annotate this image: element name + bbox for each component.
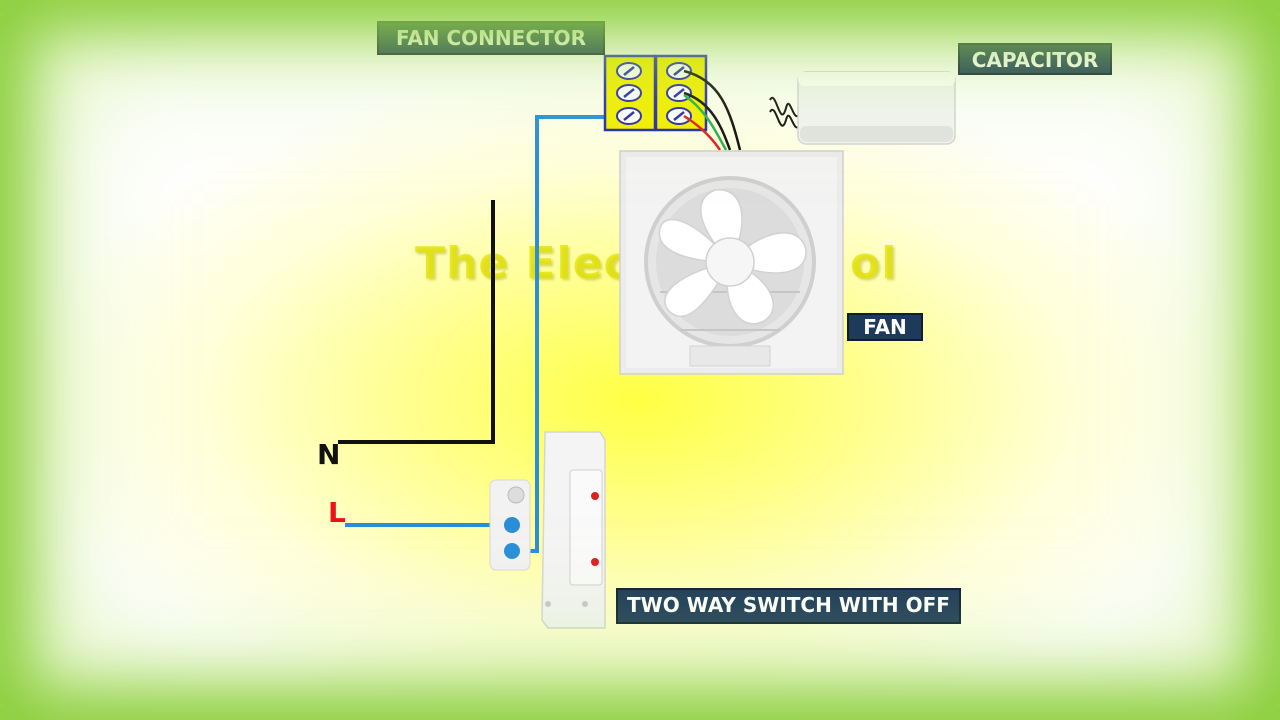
switch-terminal-in xyxy=(504,517,520,533)
two-way-switch xyxy=(489,431,606,629)
fan-connector-block xyxy=(603,54,708,132)
switch-terminal-out xyxy=(504,543,520,559)
exhaust-fan xyxy=(619,150,844,375)
neutral-label: N xyxy=(317,438,341,471)
fan-black-wire-2 xyxy=(683,91,732,151)
switch-label: TWO WAY SWITCH WITH OFF xyxy=(616,588,961,624)
watermark-right: ol xyxy=(850,238,898,289)
fan-green-wire xyxy=(683,93,728,151)
live-label: L xyxy=(328,496,346,529)
fan-label: FAN xyxy=(847,313,923,341)
neutral-wire xyxy=(338,200,495,444)
capacitor xyxy=(769,71,956,145)
watermark-left: The Elect xyxy=(415,238,653,289)
watermark: The Elect ol xyxy=(415,238,896,289)
capacitor-label: CAPACITOR xyxy=(958,43,1112,75)
fan-connector-label: FAN CONNECTOR xyxy=(377,21,605,55)
fan-black-wire-1 xyxy=(683,69,742,151)
fan-red-wire xyxy=(683,114,722,151)
